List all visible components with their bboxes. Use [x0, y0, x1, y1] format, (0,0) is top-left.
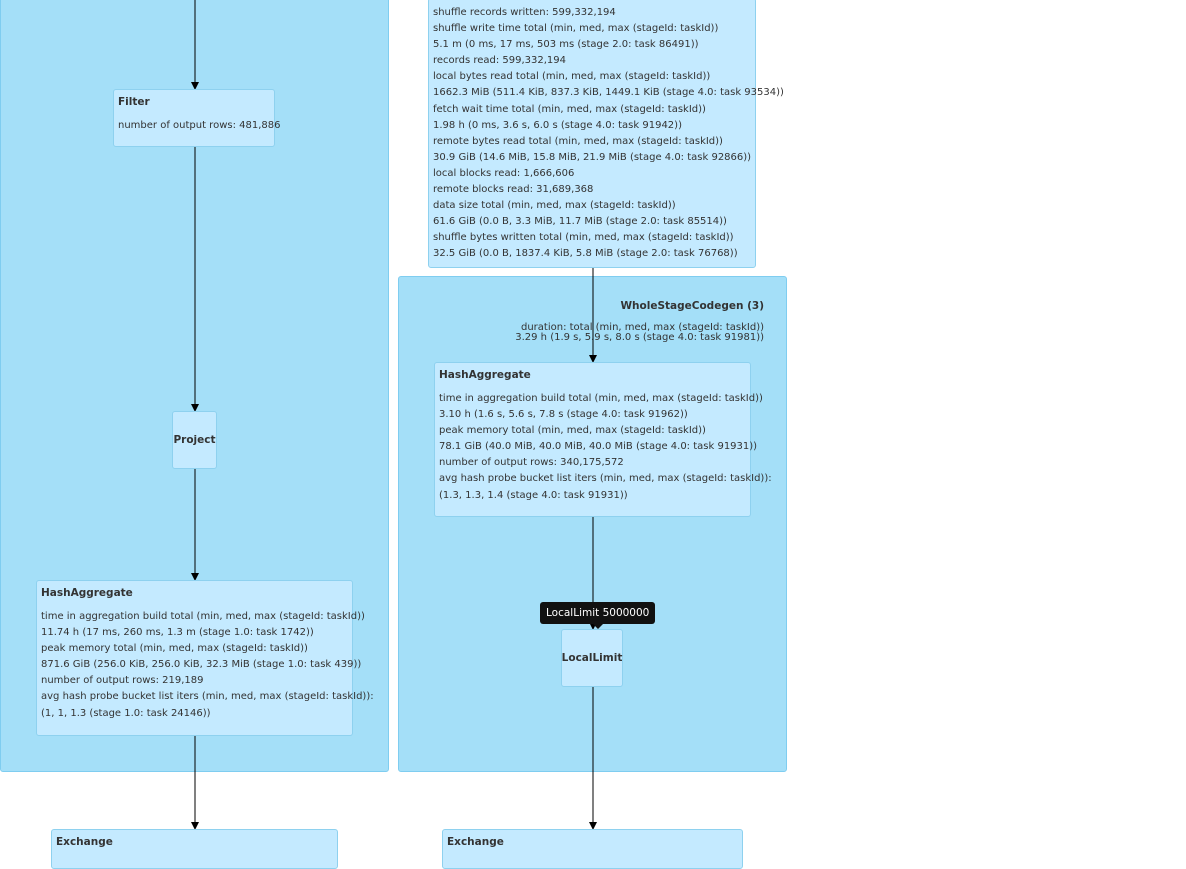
metric-line: peak memory total (min, med, max (stageI…: [439, 425, 706, 437]
node-title: HashAggregate: [439, 369, 531, 381]
metric-line: 32.5 GiB (0.0 B, 1837.4 KiB, 5.8 MiB (st…: [433, 248, 738, 260]
node-title: Exchange: [56, 836, 113, 848]
metric-line: 1.98 h (0 ms, 3.6 s, 6.0 s (stage 4.0: t…: [433, 119, 682, 131]
metric-line: shuffle write time total (min, med, max …: [433, 23, 719, 35]
local-limit-node[interactable]: LocalLimit: [561, 629, 623, 687]
metric-line: remote blocks read: 31,689,368: [433, 184, 594, 196]
right-codegen-cluster: WholeStageCodegen (3) duration: total (m…: [398, 276, 787, 772]
metric-line: 61.6 GiB (0.0 B, 3.3 MiB, 11.7 MiB (stag…: [433, 216, 727, 228]
cluster-duration-value: 3.29 h (1.9 s, 5.9 s, 8.0 s (stage 4.0: …: [515, 332, 764, 343]
metric-line: shuffle records written: 599,332,194: [433, 7, 616, 18]
filter-node[interactable]: Filter number of output rows: 481,886: [113, 89, 281, 147]
hash-aggregate-node[interactable]: HashAggregate time in aggregation build …: [36, 580, 374, 736]
metric-line: 871.6 GiB (256.0 KiB, 256.0 KiB, 32.3 Mi…: [41, 659, 362, 671]
metric-line: 78.1 GiB (40.0 MiB, 40.0 MiB, 40.0 MiB (…: [439, 441, 758, 453]
metric-line: local blocks read: 1,666,606: [433, 167, 575, 179]
metric-line: (1, 1, 1.3 (stage 1.0: task 24146)): [41, 707, 211, 719]
cluster-duration-label: duration: total (min, med, max (stageId:…: [520, 322, 764, 333]
metric-line: 5.1 m (0 ms, 17 ms, 503 ms (stage 2.0: t…: [433, 39, 699, 51]
metric-line: fetch wait time total (min, med, max (st…: [433, 103, 706, 115]
cluster-label: WholeStageCodegen (3): [620, 300, 764, 312]
metric-line: number of output rows: 481,886: [118, 120, 281, 131]
metric-line: local bytes read total (min, med, max (s…: [433, 71, 711, 83]
metric-line: time in aggregation build total (min, me…: [41, 611, 365, 622]
metric-line: 30.9 GiB (14.6 MiB, 15.8 MiB, 21.9 MiB (…: [433, 151, 752, 163]
project-node[interactable]: Project: [172, 411, 217, 469]
metric-line: number of output rows: 219,189: [41, 675, 204, 687]
node-title: HashAggregate: [41, 587, 133, 599]
metric-line: avg hash probe bucket list iters (min, m…: [439, 473, 772, 485]
metric-line: (1.3, 1.3, 1.4 (stage 4.0: task 91931)): [439, 489, 628, 501]
exchange-node[interactable]: Exchange: [442, 829, 743, 869]
exchange-node[interactable]: Exchange: [51, 829, 338, 869]
metric-line: 1662.3 MiB (511.4 KiB, 837.3 KiB, 1449.1…: [433, 87, 784, 99]
metric-line: data size total (min, med, max (stageId:…: [433, 200, 676, 212]
exchange-node[interactable]: shuffle records written: 599,332,194 shu…: [428, 0, 784, 268]
metric-line: avg hash probe bucket list iters (min, m…: [41, 691, 374, 703]
metric-line: remote bytes read total (min, med, max (…: [433, 135, 723, 147]
metric-line: time in aggregation build total (min, me…: [439, 393, 763, 404]
node-title: LocalLimit: [561, 652, 623, 664]
metric-line: records read: 599,332,194: [433, 55, 567, 67]
node-title: Exchange: [447, 836, 504, 848]
node-tooltip: LocalLimit 5000000: [540, 602, 656, 629]
hash-aggregate-node[interactable]: HashAggregate time in aggregation build …: [434, 362, 772, 517]
node-title: Project: [173, 434, 216, 446]
node-title: Filter: [118, 96, 150, 108]
metric-line: peak memory total (min, med, max (stageI…: [41, 643, 308, 655]
metric-line: 3.10 h (1.6 s, 5.6 s, 7.8 s (stage 4.0: …: [439, 409, 688, 421]
metric-line: number of output rows: 340,175,572: [439, 457, 624, 469]
metric-line: 11.74 h (17 ms, 260 ms, 1.3 m (stage 1.0…: [41, 627, 314, 639]
metric-line: shuffle bytes written total (min, med, m…: [433, 232, 734, 244]
